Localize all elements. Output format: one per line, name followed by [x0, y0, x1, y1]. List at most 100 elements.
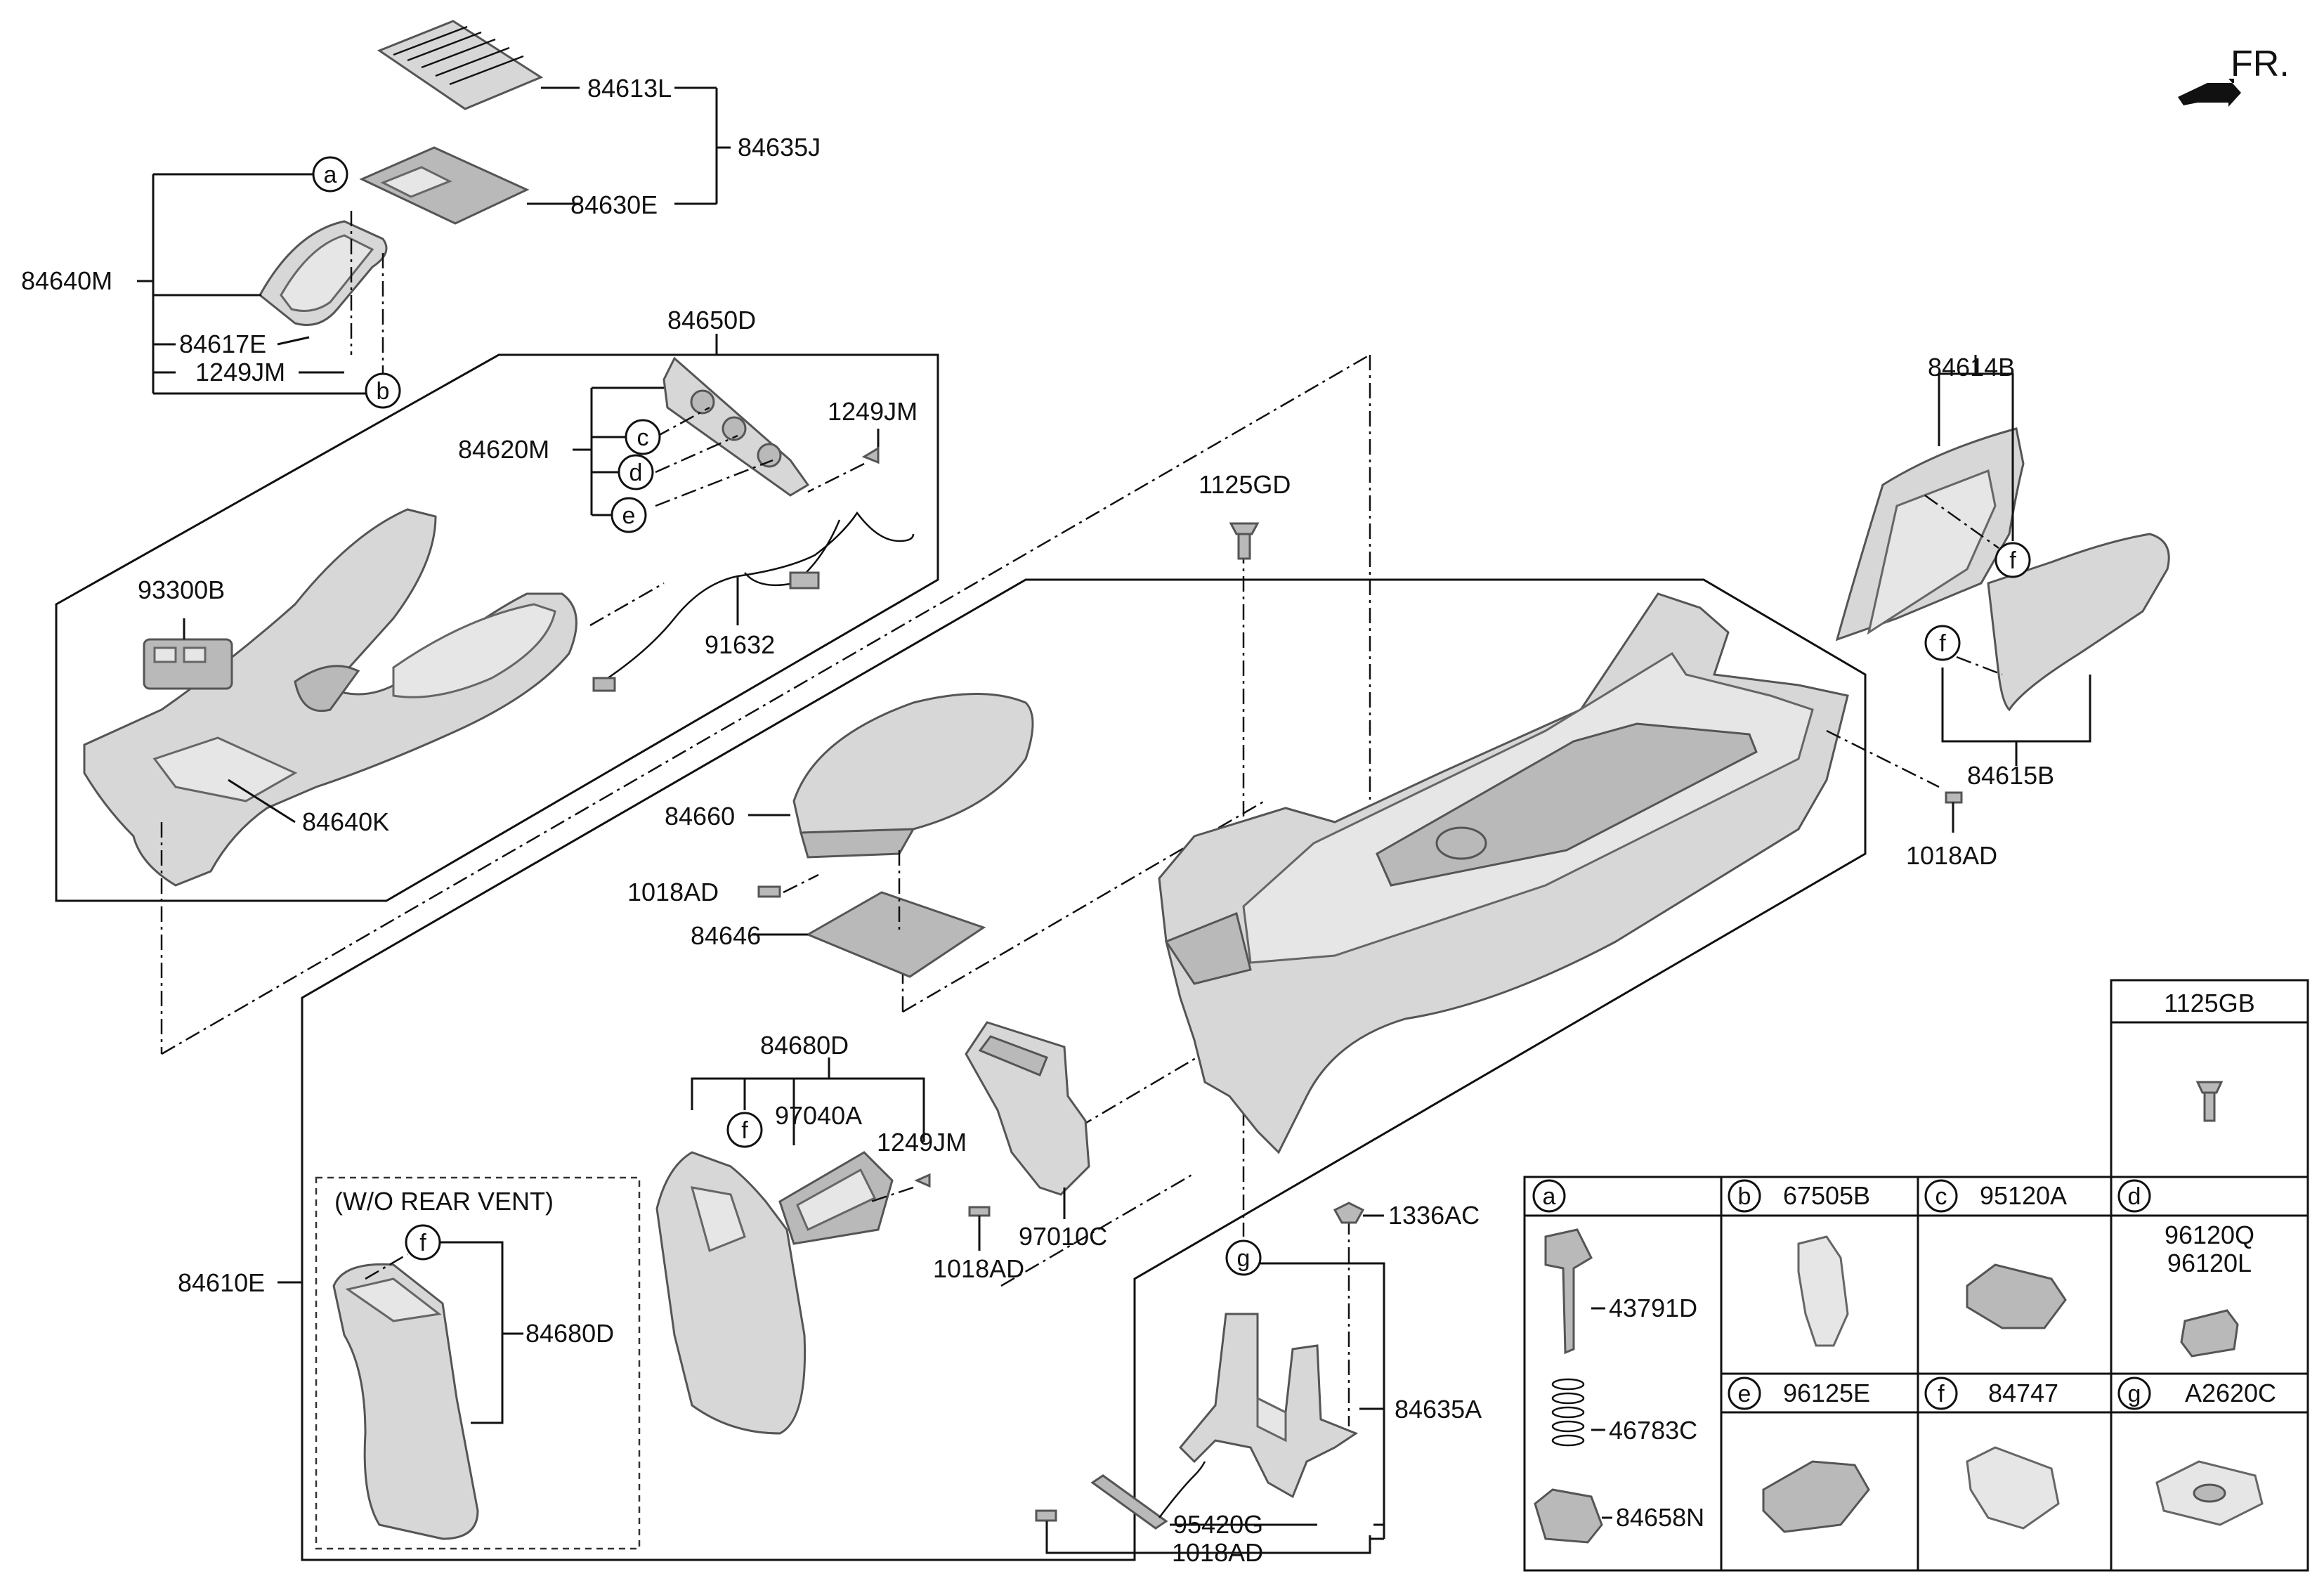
legend-cell-g: g A2620C [2117, 1377, 2276, 1526]
bolt-1125GD-group: 1125GD [1199, 470, 1291, 560]
svg-text:e: e [622, 502, 636, 529]
part-84646-pad-shape [805, 891, 986, 978]
label-84620M: 84620M [458, 435, 549, 464]
part-84680D-vent-cover-shape [655, 1151, 807, 1435]
callout-f-wo: f [405, 1224, 441, 1261]
legend-1125GB-header: 1125GB [2164, 989, 2254, 1017]
label-84646: 84646 [691, 921, 761, 950]
label-84640M: 84640M [21, 266, 112, 295]
label-1125GD: 1125GD [1199, 470, 1291, 499]
label-97010C: 97010C [1019, 1222, 1107, 1251]
svg-text:d: d [629, 460, 643, 486]
callout-f-side-lower: f [1924, 625, 1961, 661]
bolt-icon [1229, 522, 1260, 535]
label-1249JM-panel: 1249JM [828, 397, 918, 426]
label-84635J: 84635J [738, 133, 821, 162]
callout-d: d [618, 454, 654, 490]
legend-f-code: 84747 [1988, 1379, 2058, 1407]
svg-text:e: e [1738, 1381, 1751, 1407]
label-84680D-wo: 84680D [525, 1319, 614, 1348]
label-84613L: 84613L [587, 74, 672, 103]
label-1018AD-duct: 1018AD [933, 1254, 1024, 1283]
assembly-guide-lines [160, 353, 1371, 1287]
label-84610E: 84610E [178, 1268, 265, 1297]
svg-text:a: a [1543, 1183, 1556, 1210]
label-1249JM-top: 1249JM [195, 358, 285, 386]
legend-cell-d: d 96120Q 96120L [2117, 1179, 2254, 1358]
svg-text:a: a [324, 162, 337, 188]
svg-text:g: g [1237, 1245, 1251, 1272]
svg-text:b: b [1738, 1183, 1751, 1210]
bolt-1125GB-icon [2195, 1081, 2224, 1122]
shift-bezel-group: 84640M 84617E 1249JM [21, 173, 388, 395]
legend-cell-a: a 43791D 46783C 84658N [1532, 1179, 1704, 1544]
part-97010C-duct-shape [965, 1021, 1090, 1196]
svg-text:f: f [1938, 1381, 1945, 1407]
label-84615B: 84615B [1967, 761, 2054, 790]
part-84660-armrest-shape [792, 693, 1034, 840]
legend-cell-e: e 96125E [1728, 1377, 1870, 1533]
legend-c-code: 95120A [1980, 1181, 2067, 1210]
svg-text:f: f [419, 1230, 426, 1256]
svg-text:d: d [2128, 1183, 2141, 1210]
legend-cell-f: f 84747 [1924, 1377, 2060, 1530]
front-label: FR. [2231, 44, 2290, 84]
callout-g: g [1225, 1239, 1262, 1276]
label-84614B: 84614B [1928, 353, 2015, 382]
legend-b-code: 67505B [1783, 1181, 1870, 1210]
callout-f-vent: f [726, 1112, 763, 1148]
part-91632-wiring-shape [596, 511, 915, 686]
callout-f-side-upper: f [1995, 542, 2031, 578]
front-direction-indicator: FR. [2178, 44, 2290, 107]
part-46783C-spring-shape [1551, 1378, 1585, 1447]
part-96120Q-usb-shape [2180, 1309, 2239, 1358]
label-1249JM-vent: 1249JM [877, 1128, 967, 1157]
callout-c: c [625, 419, 661, 455]
label-1018AD-armrest: 1018AD [627, 878, 719, 906]
legend-e-code: 96125E [1783, 1379, 1870, 1407]
legend-d-code: 96120Q [2165, 1221, 2254, 1249]
part-95120A-socket-shape [1966, 1263, 2067, 1329]
part-84630E-tray-shape [359, 146, 530, 225]
label-97040A: 97040A [775, 1101, 862, 1130]
part-43791D-pin-shape [1544, 1228, 1593, 1355]
side-covers: 84614B 84615B 1018AD [1826, 353, 2170, 870]
label-93300B: 93300B [138, 575, 225, 604]
part-67505B-clip-shape [1797, 1235, 1849, 1347]
label-1018AD-right: 1018AD [1906, 841, 1997, 870]
legend-d-code-2: 96120L [2167, 1249, 2252, 1277]
part-84658N-cap-shape [1534, 1488, 1603, 1544]
upper-console-panel: 84650D 84620M 1249JM 91632 84640K [55, 306, 939, 902]
part-95420G-sensor-shape [1090, 1474, 1168, 1530]
label-91632: 91632 [705, 630, 775, 659]
callout-b-top: b [365, 372, 401, 409]
svg-text:c: c [637, 424, 649, 451]
legend-cell-b: b 67505B [1728, 1179, 1870, 1347]
part-84615B-side-cover-shape [1987, 533, 2170, 712]
label-84630E: 84630E [570, 190, 658, 219]
svg-text:c: c [1935, 1183, 1947, 1210]
legend-cell-c: c 95120A [1924, 1179, 2067, 1329]
main-console-panel: 84660 1018AD 84646 84680D 97040A 1249JM … [178, 578, 1867, 1567]
label-84617E: 84617E [179, 330, 266, 358]
label-84660: 84660 [665, 802, 735, 831]
svg-text:b: b [377, 378, 390, 405]
callout-a-top: a [312, 156, 348, 193]
legend-g-code: A2620C [2185, 1379, 2276, 1407]
nut-icon [1333, 1202, 1365, 1224]
callouts: a b c d e f f f f g [312, 156, 2031, 1276]
legend-a-part-1: 43791D [1609, 1294, 1697, 1322]
label-wo-rear-vent: (W/O REAR VENT) [334, 1187, 554, 1216]
legend-a-part-3: 84658N [1616, 1503, 1704, 1532]
part-96125E-socket-shape [1762, 1460, 1870, 1533]
part-84613L-cover-shape [377, 20, 544, 110]
svg-text:f: f [1939, 630, 1946, 657]
label-84640K: 84640K [302, 807, 389, 836]
svg-text:g: g [2128, 1381, 2141, 1407]
part-84747-clip-shape [1966, 1446, 2060, 1530]
label-95420G: 95420G [1173, 1510, 1263, 1539]
svg-text:f: f [2009, 547, 2016, 574]
label-1336AC: 1336AC [1388, 1201, 1480, 1230]
svg-text:f: f [741, 1117, 748, 1144]
